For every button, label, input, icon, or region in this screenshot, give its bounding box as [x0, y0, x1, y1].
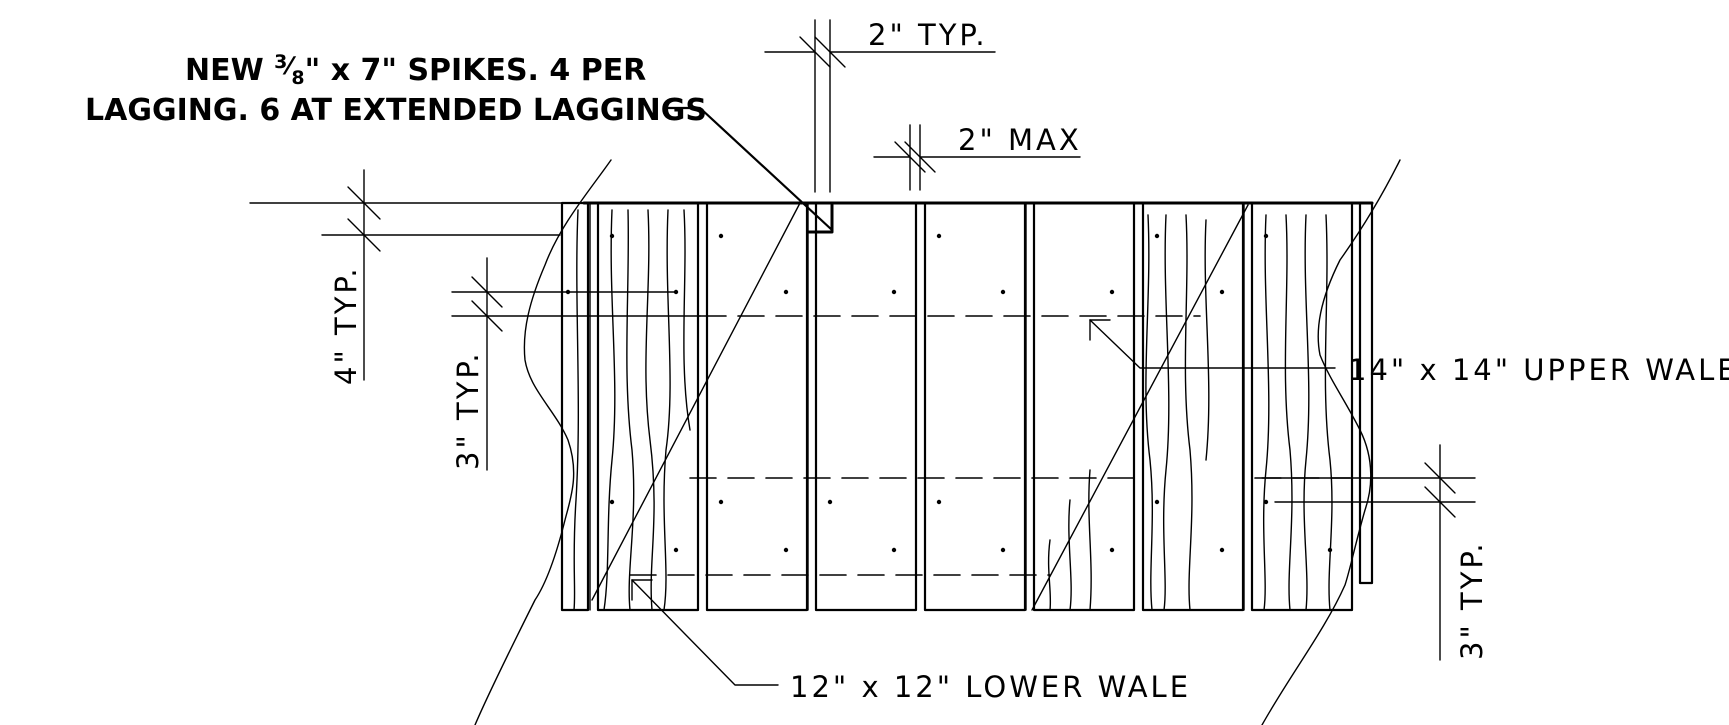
- dim-3-typ-left: [451, 257, 701, 471]
- lagging-plank: [1141, 201, 1245, 612]
- diagonal-cut-right: [1031, 204, 1249, 611]
- spike-dots: [565, 233, 1333, 553]
- wood-grain: [573, 209, 1333, 611]
- dim-gap-typ: [764, 19, 996, 193]
- lagging-planks: [560, 201, 1374, 612]
- back-plank-edges: [589, 202, 1353, 611]
- dim-gap-max: [873, 124, 1081, 191]
- upper-wale-label: 14" x 14" UPPER WALE: [1348, 353, 1729, 387]
- lagging-plank: [814, 201, 918, 612]
- lagging-plank: [1250, 201, 1354, 612]
- lagging-plank-partial: [560, 201, 590, 612]
- left-break-line: [474, 159, 612, 725]
- diagonal-cut-left: [591, 202, 801, 601]
- lagging-plank: [705, 201, 809, 612]
- lower-wale-label: 12" x 12" LOWER WALE: [790, 670, 1191, 704]
- lagging-plank: [923, 201, 1027, 612]
- right-break-line: [1261, 159, 1401, 725]
- spikes-note-line1: NEW 3⁄8" x 7" SPIKES. 4 PER: [185, 51, 646, 89]
- spikes-note-line2: LAGGING. 6 AT EXTENDED LAGGINGS: [85, 93, 707, 128]
- dim-3-typ-right: [1261, 444, 1476, 661]
- dim-4-typ: [249, 169, 563, 381]
- lagging-plank: [1032, 201, 1136, 612]
- lagging-plank-partial: [1358, 201, 1374, 585]
- gap-typ-label: 2" TYP.: [868, 18, 988, 52]
- lagging-plank: [596, 201, 700, 612]
- dim-4-typ-label: 4" TYP.: [329, 265, 363, 385]
- dim-3-typ-left-label: 3" TYP.: [451, 350, 485, 470]
- gap-max-label: 2" MAX: [958, 123, 1082, 157]
- dim-3-typ-right-label: 3" TYP.: [1455, 540, 1489, 660]
- upper-wale-leader: [1089, 319, 1336, 369]
- lower-wale-leader: [631, 579, 779, 686]
- spikes-leader: [666, 106, 834, 234]
